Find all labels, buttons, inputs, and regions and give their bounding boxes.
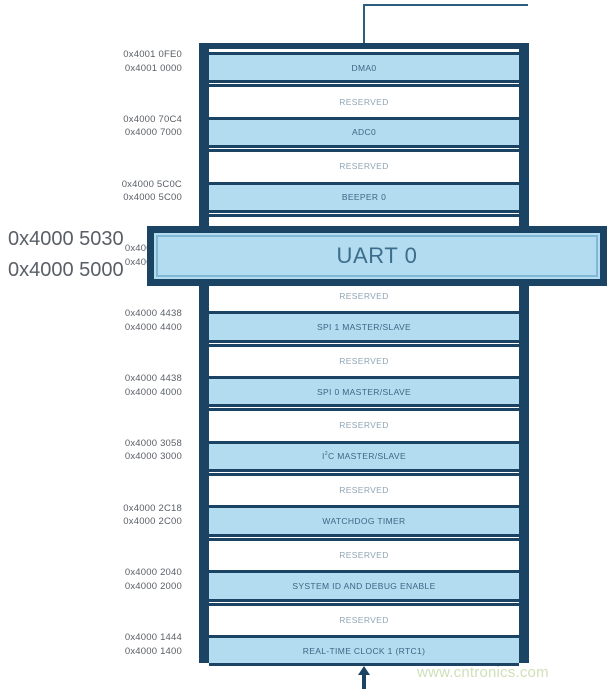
frame-right-rail xyxy=(519,49,523,657)
memory-row-peripheral[interactable]: SYSTEM ID AND DEBUG ENABLE xyxy=(209,570,519,602)
address-label: 0x4000 2040 0x4000 2000 xyxy=(124,567,182,592)
top-connector-vertical xyxy=(363,4,365,44)
memory-row-label: RESERVED xyxy=(339,161,389,172)
memory-row-peripheral[interactable]: REAL-TIME CLOCK 1 (RTC1) xyxy=(209,635,519,667)
memory-row-label: RESERVED xyxy=(339,550,389,561)
memory-row-label: DMA0 xyxy=(351,62,377,73)
address-label: 0x4001 0FE0 0x4001 0000 xyxy=(123,49,182,74)
watermark: www.cntronics.com xyxy=(417,664,549,681)
memory-row-label: SPI 0 MASTER/SLAVE xyxy=(316,386,411,397)
memory-row-reserved[interactable]: RESERVED xyxy=(209,408,519,440)
memory-row-label: RESERVED xyxy=(339,614,389,625)
memory-row-label: RESERVED xyxy=(339,96,389,107)
memory-row-label: RESERVED xyxy=(339,355,389,366)
address-label: 0x4000 4438 0x4000 4400 xyxy=(124,308,182,333)
memory-row-reserved[interactable]: RESERVED xyxy=(209,537,519,570)
memory-row-label: WATCHDOG TIMER xyxy=(322,516,406,527)
memory-row-label: RESERVED xyxy=(339,420,389,431)
memory-row-label: REAL-TIME CLOCK 1 (RTC1) xyxy=(302,645,426,656)
address-label: 0x4000 5C0C 0x4000 5C00 xyxy=(121,178,182,204)
memory-row-label: RESERVED xyxy=(339,290,389,301)
memory-row-reserved[interactable]: RESERVED xyxy=(209,473,519,505)
uart-callout-addresses: 0x4000 5030 0x4000 5000 xyxy=(8,228,124,281)
memory-row-peripheral[interactable]: SPI 1 MASTER/SLAVE xyxy=(209,311,519,343)
memory-row-label: ADC0 xyxy=(351,127,377,138)
uart-callout-block[interactable]: UART 0 xyxy=(147,226,607,286)
memory-row-reserved[interactable]: RESERVED xyxy=(209,602,519,635)
address-label: 0x4000 2C18 0x4000 2C00 xyxy=(123,502,182,528)
memory-row-label: RESERVED xyxy=(339,485,389,496)
memory-row-label: I2C MASTER/SLAVE xyxy=(322,451,406,462)
memory-row-peripheral[interactable]: BEEPER 0 xyxy=(209,181,519,213)
memory-row-reserved[interactable]: RESERVED xyxy=(209,149,519,181)
address-label: 0x4000 70C4 0x4000 7000 xyxy=(123,113,182,139)
top-connector-horizontal xyxy=(363,4,528,6)
memory-row-reserved[interactable]: RESERVED xyxy=(209,84,519,116)
address-label: 0x4000 3058 0x4000 3000 xyxy=(124,437,182,463)
address-label: 0x4000 1444 0x4000 1400 xyxy=(124,632,182,657)
frame-left-rail xyxy=(205,49,209,657)
memory-row-label: SPI 1 MASTER/SLAVE xyxy=(316,321,411,332)
bottom-up-arrow-icon xyxy=(358,666,370,689)
memory-row-label: BEEPER 0 xyxy=(341,192,387,203)
memory-row-peripheral[interactable]: SPI 0 MASTER/SLAVE xyxy=(209,375,519,408)
uart-callout-label: UART 0 xyxy=(336,243,418,268)
memory-row-label: SYSTEM ID AND DEBUG ENABLE xyxy=(292,580,436,591)
memory-row-peripheral[interactable]: I2C MASTER/SLAVE xyxy=(209,440,519,473)
address-label: 0x4000 4438 0x4000 4000 xyxy=(124,373,182,398)
memory-row-peripheral[interactable]: ADC0 xyxy=(209,116,519,149)
memory-row-reserved[interactable]: RESERVED xyxy=(209,343,519,375)
memory-row-peripheral[interactable]: DMA0 xyxy=(209,52,519,84)
memory-row-peripheral[interactable]: WATCHDOG TIMER xyxy=(209,505,519,537)
